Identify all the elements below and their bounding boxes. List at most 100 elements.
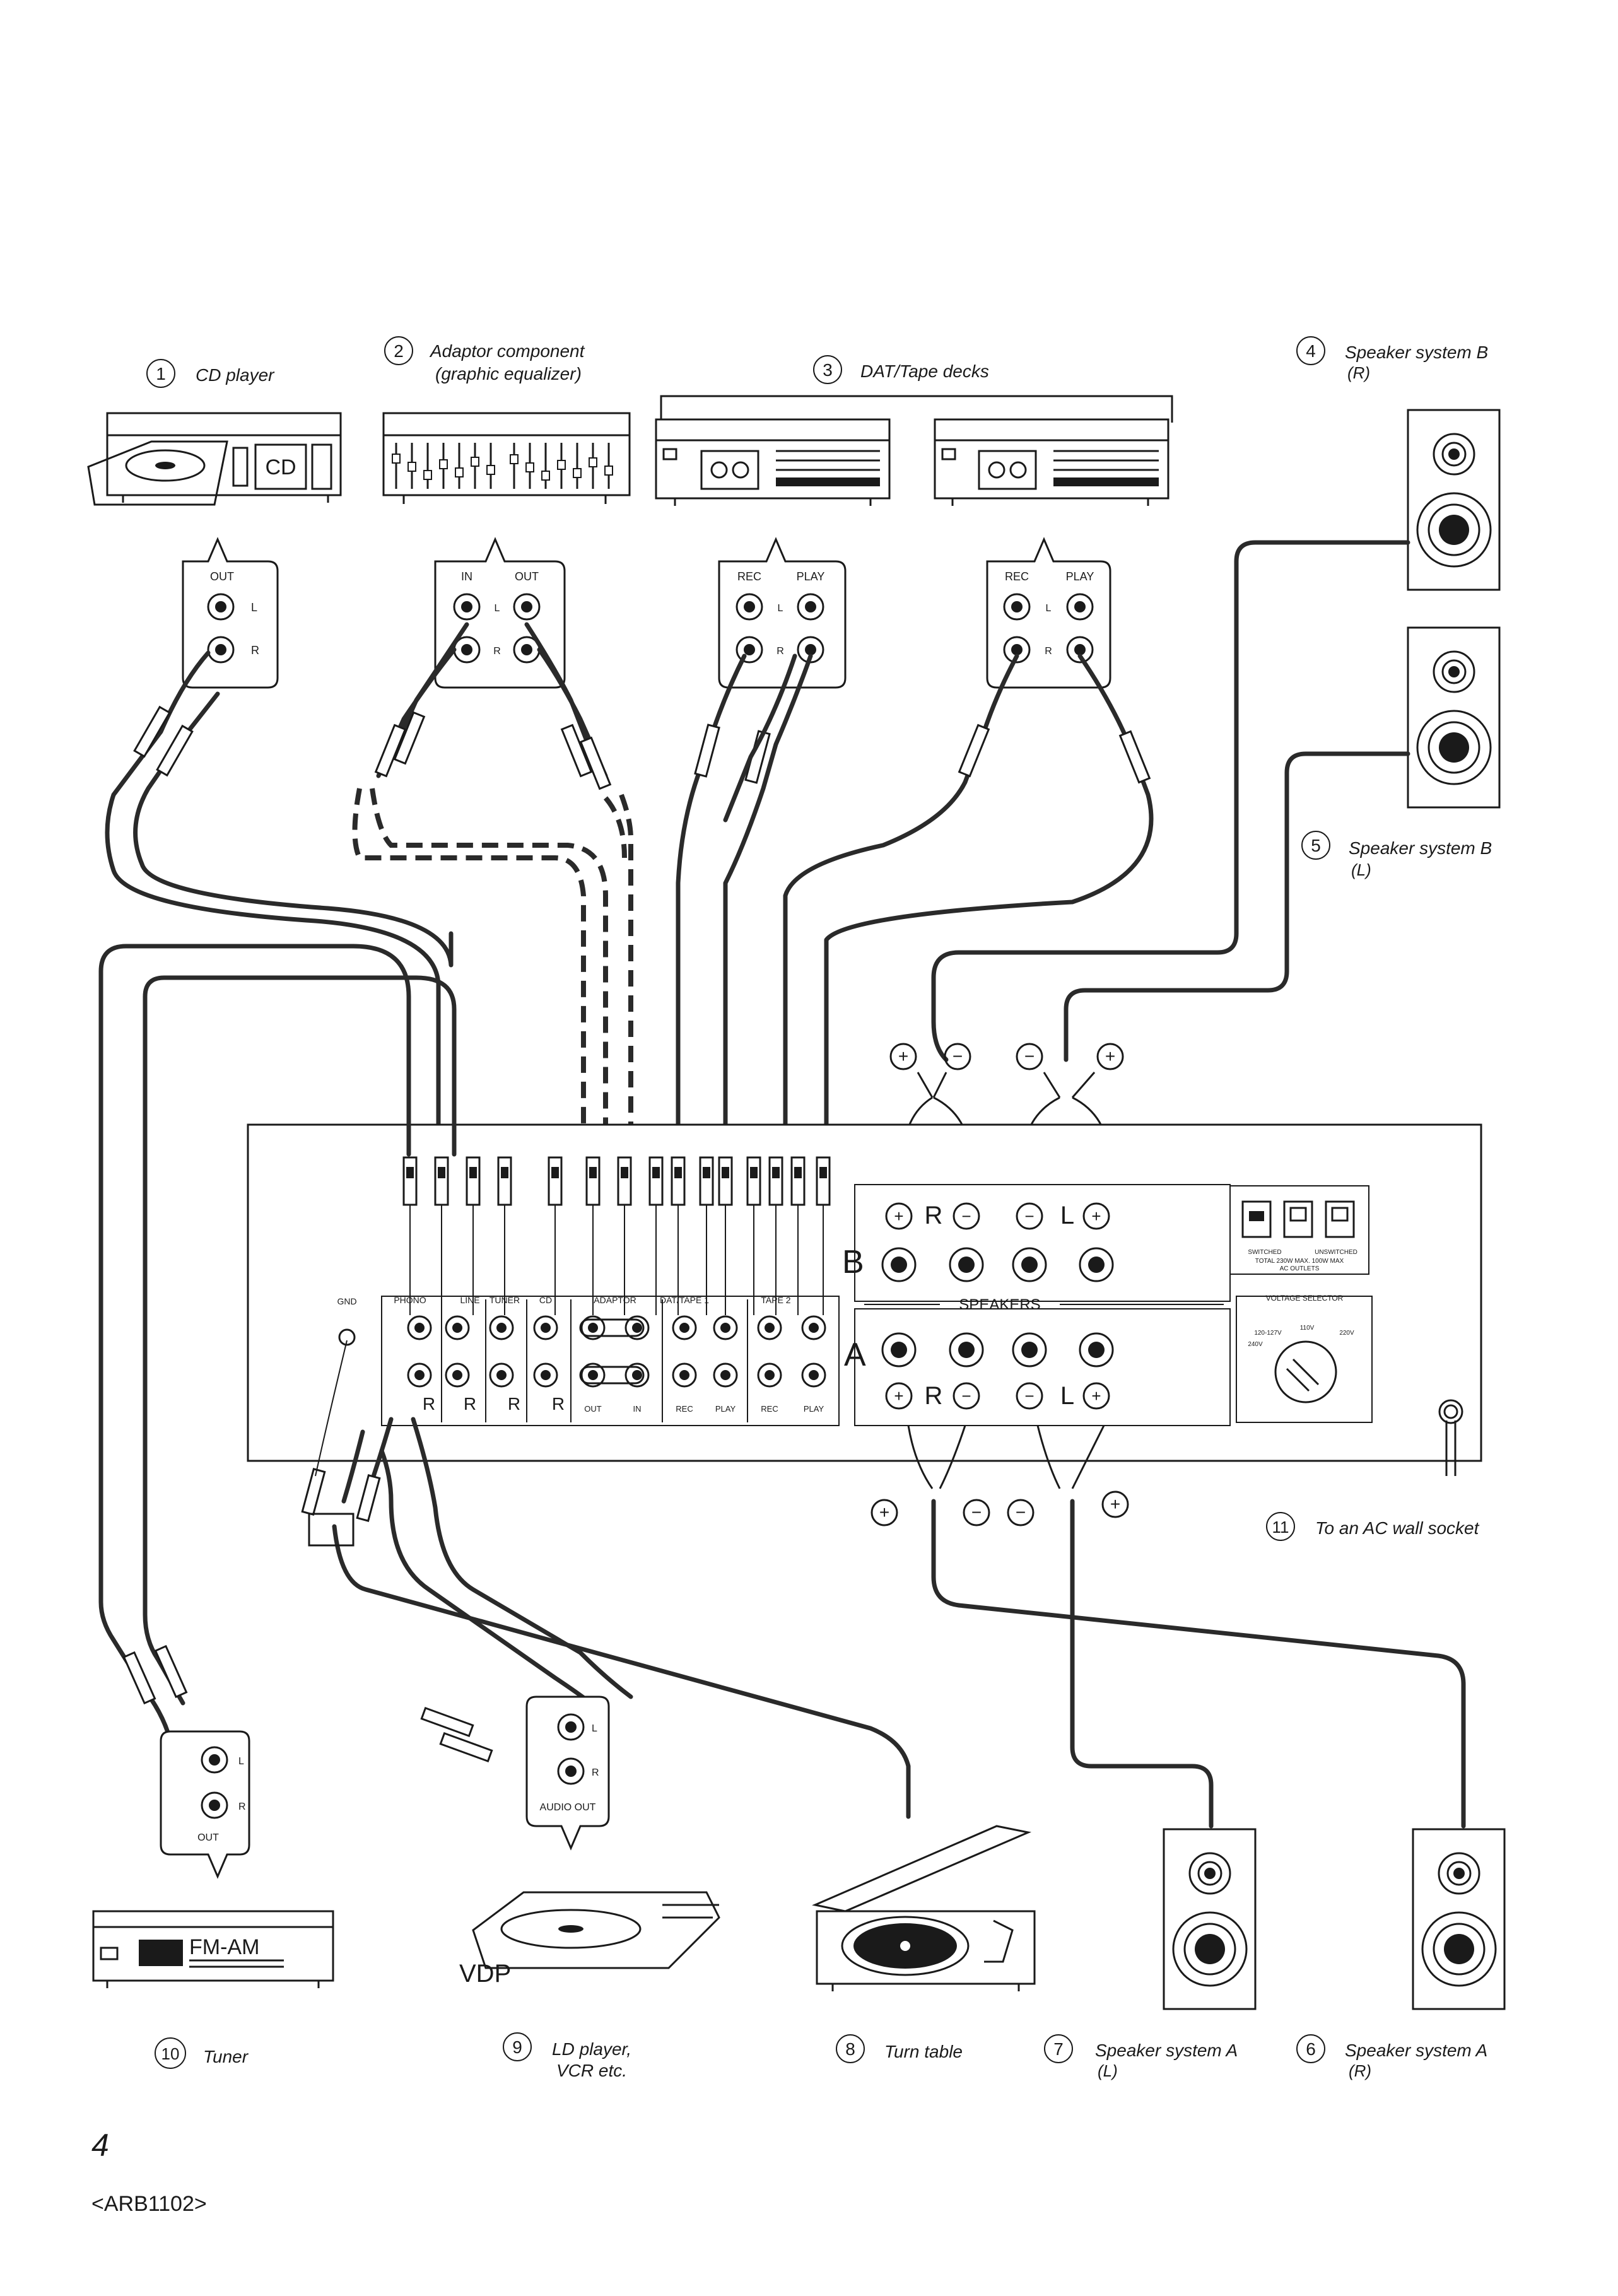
svg-text:UNSWITCHED: UNSWITCHED bbox=[1315, 1249, 1357, 1256]
r-channel-mark: R bbox=[508, 1394, 520, 1414]
input-jack-core bbox=[679, 1323, 689, 1333]
tuner-out-jacks: L R OUT bbox=[160, 1730, 250, 1879]
svg-text:(L): (L) bbox=[1351, 860, 1371, 879]
caption-turntable: 8 Turn table bbox=[836, 2034, 963, 2063]
input-jack bbox=[713, 1362, 738, 1388]
caption-cd-player: 1 CD player bbox=[146, 359, 275, 388]
input-jack bbox=[757, 1315, 782, 1340]
rca-plug-band bbox=[819, 1167, 827, 1178]
gnd-label: GND bbox=[337, 1296, 356, 1306]
equalizer-in-out-jacks: IN OUT L R bbox=[434, 537, 566, 689]
svg-text:TOTAL 230W MAX. 100W MAX: TOTAL 230W MAX. 100W MAX bbox=[1255, 1258, 1344, 1265]
rca-plug bbox=[816, 1156, 831, 1206]
rca-plug bbox=[746, 1156, 761, 1206]
input-jack-core bbox=[632, 1370, 642, 1380]
svg-text:8: 8 bbox=[845, 2039, 855, 2059]
rca-plug bbox=[699, 1156, 714, 1206]
svg-text:Speaker system B: Speaker system B bbox=[1349, 838, 1492, 858]
rca-plug bbox=[768, 1156, 783, 1206]
input-label: CD bbox=[539, 1295, 552, 1305]
cables-bottom bbox=[98, 944, 911, 1819]
ac-outlets: SWITCHED UNSWITCHED TOTAL 230W MAX. 100W… bbox=[1229, 1185, 1369, 1275]
svg-text:REC: REC bbox=[1005, 570, 1029, 583]
gnd-terminal bbox=[338, 1328, 356, 1346]
svg-text:4: 4 bbox=[1306, 341, 1316, 361]
deck1-rec-play-jacks: REC PLAY L R bbox=[718, 537, 847, 689]
svg-text:120-127V: 120-127V bbox=[1254, 1330, 1282, 1337]
svg-text:240V: 240V bbox=[1248, 1341, 1263, 1348]
section-bottom-label: PLAY bbox=[804, 1404, 824, 1414]
svg-text:+: + bbox=[1091, 1207, 1101, 1226]
svg-text:Speaker system A: Speaker system A bbox=[1095, 2041, 1238, 2060]
input-jack bbox=[624, 1362, 650, 1388]
input-jack-core bbox=[809, 1370, 819, 1380]
svg-text:−: − bbox=[961, 1386, 971, 1405]
vdp-device-text: VDP bbox=[459, 1960, 511, 1988]
cd-device-text: CD bbox=[265, 455, 296, 479]
svg-text:(R): (R) bbox=[1349, 2061, 1371, 2080]
tuner-device: FM-AM bbox=[92, 1910, 334, 1988]
voltage-selector: VOLTAGE SELECTOR 120-127V 110V 220V 240V bbox=[1236, 1294, 1373, 1423]
svg-text:−: − bbox=[953, 1046, 963, 1066]
speaker-b-left-device bbox=[1407, 626, 1501, 809]
ld-player-device: VDP bbox=[459, 1891, 720, 1988]
input-jack bbox=[489, 1315, 514, 1340]
turntable-device bbox=[812, 1825, 1036, 1991]
rca-plug bbox=[466, 1156, 481, 1206]
input-jack-core bbox=[765, 1370, 775, 1380]
page-number: 4 bbox=[91, 2128, 109, 2163]
tape-deck-2-device bbox=[934, 418, 1170, 506]
svg-text:11: 11 bbox=[1272, 1518, 1289, 1537]
caption-ac-socket: 11 To an AC wall socket bbox=[1266, 1512, 1480, 1541]
input-jack bbox=[757, 1362, 782, 1388]
svg-text:−: − bbox=[971, 1502, 982, 1522]
input-jack bbox=[580, 1315, 606, 1340]
svg-text:110V: 110V bbox=[1300, 1325, 1315, 1332]
input-jack-core bbox=[588, 1323, 598, 1333]
cables-top bbox=[105, 622, 1154, 1157]
caption-speaker-b-left: 5 Speaker system B (L) bbox=[1301, 831, 1492, 879]
svg-text:L: L bbox=[238, 1756, 244, 1767]
rca-plug bbox=[434, 1156, 449, 1206]
rca-plug bbox=[671, 1156, 686, 1206]
svg-text:−: − bbox=[1024, 1386, 1034, 1405]
input-jack-core bbox=[496, 1370, 507, 1380]
r-channel-mark: R bbox=[464, 1394, 476, 1414]
adaptor-jumper bbox=[579, 1318, 645, 1337]
input-jack-core bbox=[588, 1370, 598, 1380]
svg-text:1: 1 bbox=[156, 364, 166, 384]
rca-plug bbox=[585, 1156, 601, 1206]
caption-adaptor-component: 2 Adaptor component (graphic equalizer) bbox=[384, 336, 585, 384]
cd-player-device: CD bbox=[87, 412, 342, 506]
caption-ld-player: 9 LD player, VCR etc. bbox=[503, 2032, 631, 2080]
speaker-a-cables bbox=[931, 1499, 1466, 1829]
svg-text:AC OUTLETS: AC OUTLETS bbox=[1280, 1265, 1320, 1272]
svg-text:+: + bbox=[1091, 1386, 1101, 1405]
receiver-rear-panel: GND PHONOLINETUNERCDADAPTORDAT/TAPE 1TAP… bbox=[247, 1123, 1482, 1462]
rca-plug-band bbox=[652, 1167, 660, 1178]
svg-text:R: R bbox=[251, 644, 259, 657]
rca-plug bbox=[617, 1156, 632, 1206]
rca-plug bbox=[497, 1156, 512, 1206]
svg-text:Tuner: Tuner bbox=[203, 2047, 249, 2066]
input-jack-core bbox=[496, 1323, 507, 1333]
rca-plug-band bbox=[750, 1167, 758, 1178]
rca-plug-band bbox=[703, 1167, 710, 1178]
speaker-b-terminals bbox=[881, 1247, 1114, 1282]
eq-slider-knob bbox=[439, 459, 448, 469]
input-jack-core bbox=[720, 1370, 730, 1380]
rca-plug-band bbox=[794, 1167, 802, 1178]
section-bottom-label: IN bbox=[633, 1404, 642, 1414]
input-jack-core bbox=[632, 1323, 642, 1333]
input-jack bbox=[533, 1362, 558, 1388]
rca-plug-band bbox=[438, 1167, 445, 1178]
rca-plug-band bbox=[551, 1167, 559, 1178]
input-jack bbox=[624, 1315, 650, 1340]
eq-slider-knob bbox=[407, 462, 416, 472]
tape-decks-bracket bbox=[660, 395, 1173, 423]
svg-text:−: − bbox=[961, 1207, 971, 1226]
svg-text:Speaker system B: Speaker system B bbox=[1345, 343, 1488, 362]
svg-text:L: L bbox=[1060, 1382, 1074, 1410]
input-jack-core bbox=[541, 1323, 551, 1333]
section-bottom-label: PLAY bbox=[715, 1404, 736, 1414]
